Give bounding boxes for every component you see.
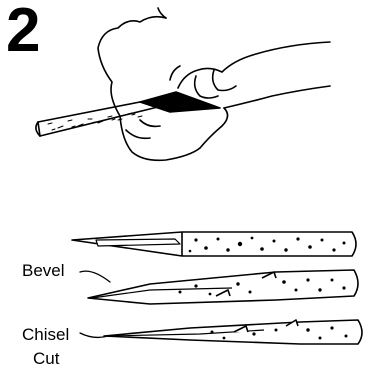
pointed-stick [72, 232, 356, 256]
cut-label: Cut [33, 350, 59, 367]
beveled-stick [88, 270, 358, 304]
chisel-label: Chisel [22, 326, 69, 343]
chisel-cut-stick [104, 320, 362, 344]
hand-whittling-illustration [36, 8, 330, 160]
label-leaders [80, 271, 110, 337]
bevel-leader-line [80, 271, 110, 282]
bevel-label: Bevel [22, 262, 65, 279]
